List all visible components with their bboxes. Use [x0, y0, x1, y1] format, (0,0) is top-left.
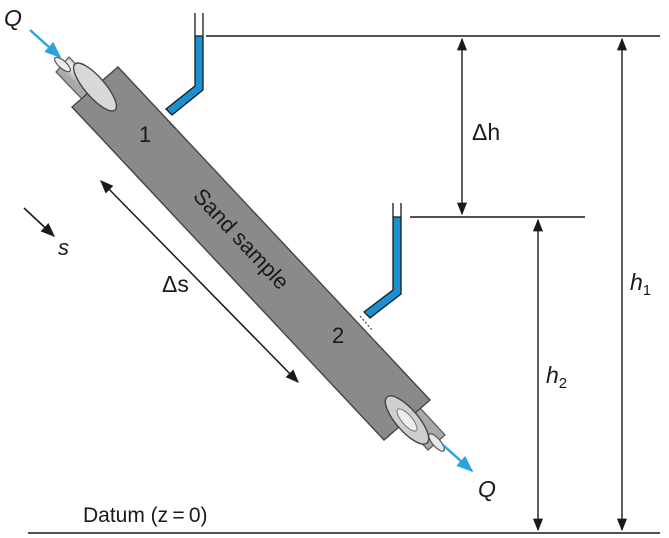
tap-point-2-marker — [359, 315, 373, 331]
point-2-label: 2 — [332, 323, 344, 348]
point-1-label: 1 — [139, 122, 151, 147]
direction-label: s — [58, 235, 69, 260]
tap-point-1-marker — [161, 113, 175, 129]
h1-label: h1 — [630, 269, 651, 299]
delta-h-label: Δh — [472, 119, 500, 145]
s-direction-arrow — [23, 207, 56, 237]
piezometer-1 — [161, 13, 204, 129]
flow-in-label: Q — [4, 5, 22, 31]
h2-label: h2 — [546, 362, 567, 392]
piezometer-2 — [359, 203, 402, 331]
datum-label: Datum (z = 0) — [83, 504, 208, 527]
outflow-arrow — [442, 444, 474, 473]
delta-s-dimension — [100, 180, 299, 383]
inflow-arrow — [29, 29, 62, 59]
delta-s-label: Δs — [162, 271, 189, 297]
flow-out-label: Q — [478, 476, 496, 502]
